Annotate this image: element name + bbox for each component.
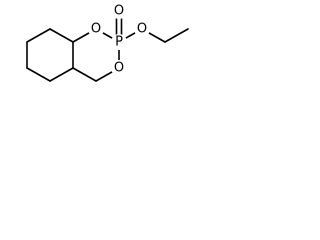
bond-c1-c2	[49, 28, 74, 43]
bond-ch2-ch3-ethyl	[164, 28, 189, 43]
atom-o-top-label: O	[114, 4, 124, 19]
bond-c4-c5	[26, 67, 51, 82]
ethoxy-group	[118, 28, 189, 43]
bond-c5-c6	[49, 67, 74, 82]
atom-o-ring-lower: O	[111, 60, 127, 76]
atom-o-ethoxy-label: O	[137, 22, 147, 37]
atom-labels: O P O O O	[88, 3, 150, 76]
bond-c2-c3	[26, 28, 51, 43]
atom-o-top: O	[111, 3, 127, 19]
atom-o-ring-lower-label: O	[114, 61, 124, 76]
atom-phosphorus: P	[111, 34, 127, 50]
bond-ch2-c6	[72, 67, 97, 82]
atom-o-ring-upper-label: O	[91, 22, 101, 37]
cyclohexane-ring	[26, 28, 74, 82]
atom-o-ring-upper: O	[88, 21, 104, 37]
chemical-structure-diagram: O P O O O	[26, 3, 189, 82]
atom-phosphorus-label: P	[115, 35, 123, 50]
atom-o-ethoxy: O	[134, 21, 150, 37]
